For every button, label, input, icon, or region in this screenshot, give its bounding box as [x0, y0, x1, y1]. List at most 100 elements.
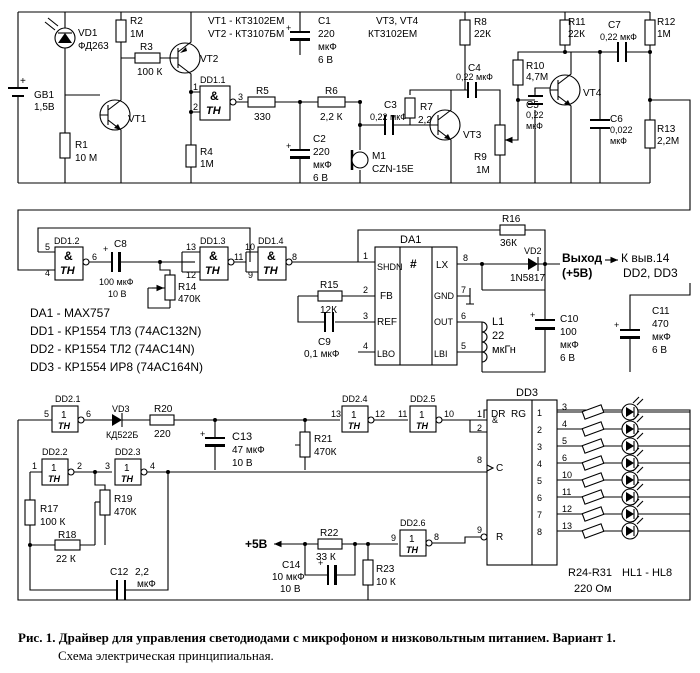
gb1-label: GB1: [34, 90, 54, 101]
resistor-r18: [54, 539, 81, 551]
ic-da1: [374, 246, 458, 366]
vt4-label: VT4: [583, 88, 602, 99]
r3-label: R3: [140, 42, 153, 53]
svg-text:5: 5: [44, 409, 49, 419]
c1-b: мкФ: [318, 42, 337, 53]
resistor-r11: [559, 19, 571, 46]
led-rays: [632, 413, 644, 423]
r20-label: R20: [154, 404, 173, 415]
svg-text:1: 1: [477, 409, 482, 419]
svg-text:2: 2: [477, 423, 482, 433]
dd13-label: DD1.3: [200, 236, 226, 246]
c12-value2: мкФ: [137, 579, 156, 590]
dd3-pin-number: 10: [562, 470, 572, 480]
r1-label: R1: [75, 140, 88, 151]
c8-value2: 10 В: [108, 289, 127, 299]
r12-value: 1М: [657, 29, 671, 40]
r3-value: 100 К: [137, 67, 162, 78]
plus5-label: +5В: [245, 537, 268, 551]
svg-text:11: 11: [234, 252, 243, 262]
svg-text:+: +: [530, 310, 535, 320]
svg-text:3: 3: [537, 442, 542, 452]
c2-label: C2: [313, 134, 326, 145]
svg-text:8: 8: [463, 253, 468, 263]
legend-vt2: VT2 - КТ3107БМ: [208, 29, 284, 40]
legend-vt34b: КТ3102ЕМ: [368, 29, 417, 40]
potentiometer-r9: [494, 124, 506, 156]
resistor-r3: [134, 52, 161, 64]
dd3-pin-rg: RG: [511, 409, 526, 420]
c10-b: мкФ: [560, 340, 579, 351]
svg-text:5: 5: [461, 341, 466, 351]
svg-text:1: 1: [32, 461, 37, 471]
c6-a: 0,022: [610, 125, 633, 135]
svg-text:3: 3: [238, 92, 243, 102]
microphone-m1-icon: [350, 150, 369, 170]
r11-value: 22К: [568, 29, 585, 40]
r19-value: 470К: [114, 507, 137, 518]
svg-text:1: 1: [193, 82, 198, 92]
c1-label: C1: [318, 16, 331, 27]
svg-text:TH: TH: [121, 474, 133, 484]
transistor-vt3-icon: [425, 90, 461, 183]
diode-vd3-icon: [112, 413, 123, 427]
resistor-r12: [644, 19, 656, 46]
dd3-pin-number: 3: [562, 402, 567, 412]
c10-a: 100: [560, 327, 577, 338]
svg-text:&: &: [210, 89, 219, 103]
c8-label: C8: [114, 239, 127, 250]
r8-value: 22К: [474, 29, 491, 40]
svg-text:13: 13: [331, 409, 341, 419]
c10-label: C10: [560, 314, 579, 325]
r23-value: 10 К: [376, 577, 396, 588]
r24-value: 220 Ом: [574, 583, 612, 595]
led-rays: [632, 430, 644, 440]
c9-label: C9: [318, 337, 331, 348]
vd2-value: 1N5817: [510, 273, 545, 284]
c9-value: 0,1 мкФ: [304, 349, 340, 360]
r23-label: R23: [376, 564, 395, 575]
vd3-value: КД522Б: [106, 430, 138, 440]
dd14-label: DD1.4: [258, 236, 284, 246]
output-ref1: К выв.14: [621, 251, 670, 265]
caption-line2: Схема электрическая принципиальная.: [58, 648, 274, 663]
r5-value: 330: [254, 112, 271, 123]
photodiode-vd1-icon: [44, 12, 76, 95]
legend-dd2: DD2 - КР1554 ТЛ2 (74AC14N): [30, 342, 195, 356]
hl-label: HL1 - HL8: [622, 567, 672, 579]
r21-label: R21: [314, 434, 333, 445]
gb1-value: 1,5В: [34, 102, 55, 113]
svg-text:+: +: [614, 320, 619, 330]
svg-text:5: 5: [537, 476, 542, 486]
legend-da1: DA1 - MAX757: [30, 306, 110, 320]
svg-text:7: 7: [461, 285, 466, 295]
r7-label: R7: [420, 102, 433, 113]
m1-label: M1: [372, 151, 386, 162]
dd23-label: DD2.3: [115, 447, 141, 457]
svg-text:TH: TH: [58, 421, 70, 431]
svg-text:10: 10: [444, 409, 454, 419]
svg-text:10: 10: [245, 242, 255, 252]
r14-value: 470К: [178, 294, 201, 305]
c8-value: 100 мкФ: [99, 277, 134, 287]
r18-label: R18: [58, 530, 77, 541]
led-triangle: [626, 458, 634, 468]
c11-a: 470: [652, 319, 669, 330]
svg-text:TH: TH: [48, 474, 60, 484]
svg-text:8: 8: [477, 455, 482, 465]
resistor-r6: [317, 96, 346, 108]
potentiometer-r19: [99, 489, 111, 516]
resistor-r2: [115, 19, 127, 43]
svg-text:1: 1: [409, 534, 415, 545]
dd3-outputs: 1 2 3 4 5 6 7 8: [537, 408, 542, 537]
gate-dd14: [257, 246, 287, 281]
led-rays: [632, 447, 644, 457]
vd2-label: VD2: [524, 246, 542, 256]
r22-value: 33 К: [316, 552, 336, 563]
svg-text:&: &: [267, 249, 276, 263]
r1-value: 10 М: [75, 153, 97, 164]
r2-label: R2: [130, 16, 143, 27]
potentiometer-r14: [164, 274, 176, 301]
c11-c: 6 В: [652, 345, 667, 356]
resistor-r20: [149, 414, 175, 426]
